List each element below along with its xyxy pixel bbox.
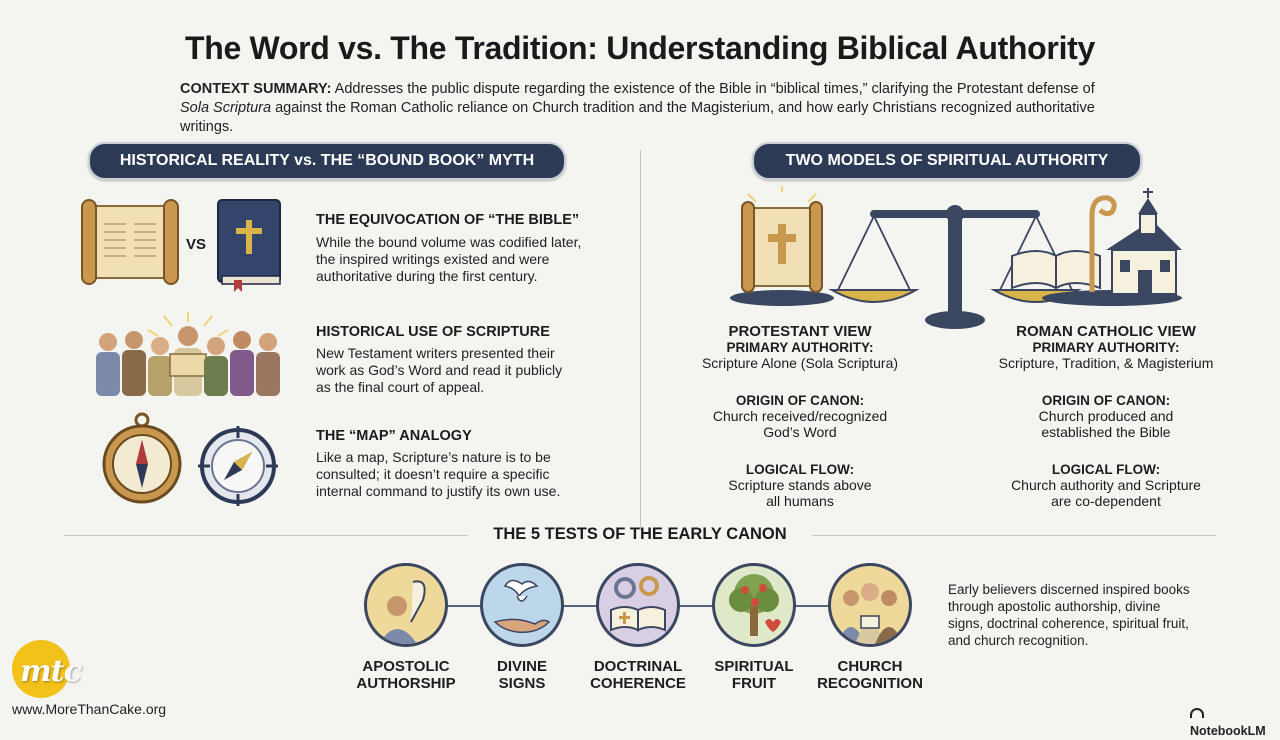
- canon-divider-left: [64, 535, 468, 536]
- context-summary: CONTEXT SUMMARY: Addresses the public di…: [180, 80, 1110, 137]
- logo-badge: [12, 640, 70, 698]
- protestant-view: PROTESTANT VIEW PRIMARY AUTHORITY: Scrip…: [680, 323, 920, 509]
- canon-header: THE 5 TESTS OF THE EARLY CANON: [493, 525, 787, 543]
- site-url-link[interactable]: www.MoreThanCake.org: [12, 701, 167, 717]
- summary-text-a: Addresses the public dispute regarding t…: [334, 81, 1095, 97]
- apostles-reading-icon: [96, 312, 280, 396]
- divine-signs-icon: [480, 563, 564, 647]
- balance-scale-icon: [730, 186, 1182, 329]
- apostolic-authorship-icon: [364, 563, 448, 647]
- item-1-text: While the bound volume was codified late…: [316, 234, 582, 284]
- item-2-title: HISTORICAL USE OF SCRIPTURE: [316, 324, 550, 340]
- item-1-title: THE EQUIVOCATION OF “THE BIBLE”: [316, 212, 580, 228]
- canon-note: Early believers discerned inspired books…: [948, 582, 1190, 648]
- notebooklm-brand: NotebookLM: [1190, 704, 1280, 740]
- right-section-header: TWO MODELS OF SPIRITUAL AUTHORITY: [752, 142, 1142, 180]
- scroll-icon: [81, 199, 179, 285]
- doctrinal-coherence-icon: [596, 563, 680, 647]
- catholic-view: ROMAN CATHOLIC VIEW PRIMARY AUTHORITY: S…: [966, 323, 1246, 509]
- bible-book-icon: [217, 199, 281, 292]
- vertical-divider: [640, 150, 641, 530]
- protestant-heading: PROTESTANT VIEW: [728, 323, 872, 340]
- left-section-header: HISTORICAL REALITY vs. THE “BOUND BOOK” …: [88, 142, 566, 180]
- church-recognition-icon: [828, 563, 912, 647]
- notebooklm-icon: [1190, 707, 1204, 718]
- summary-italic: Sola Scriptura: [180, 100, 272, 116]
- navigation-compass-icon: [198, 426, 278, 506]
- page-title: The Word vs. The Tradition: Understandin…: [184, 30, 1096, 66]
- catholic-heading: ROMAN CATHOLIC VIEW: [1016, 323, 1196, 340]
- summary-label: CONTEXT SUMMARY:: [180, 81, 332, 97]
- summary-text-b: against the Roman Catholic reliance on C…: [180, 100, 1095, 135]
- spiritual-fruit-icon: [712, 563, 796, 647]
- vs-label: VS: [186, 236, 207, 253]
- canon-divider-right: [812, 535, 1216, 536]
- item-3-title: THE “MAP” ANALOGY: [316, 428, 472, 444]
- compass-icon: [102, 412, 182, 504]
- logo-text: mtc: [20, 654, 82, 689]
